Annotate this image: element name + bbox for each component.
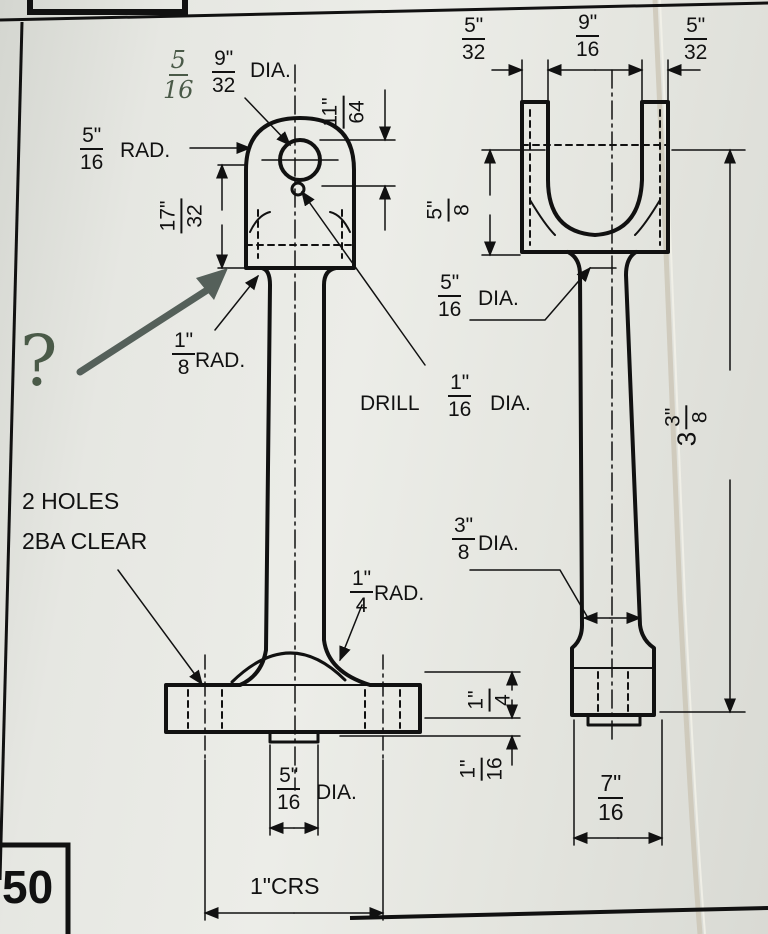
fork-side-left-dim: 5" 32 [462, 14, 486, 64]
top-rad-fraction: 5" 16 [80, 124, 104, 174]
top-dia-fraction: 9" 32 [212, 47, 236, 97]
drill-suffix: DIA. [490, 392, 531, 415]
top-dia-suffix: DIA. [250, 59, 291, 82]
handwritten-fraction: 5 16 [163, 46, 194, 104]
foot-spigot [586, 713, 642, 727]
rod-dia-suffix: DIA. [478, 532, 519, 555]
foot-width-dim: 7" 16 [598, 770, 624, 825]
shank-dia-fraction: 5" 16 [438, 271, 462, 321]
rod-dia-fraction: 3" 8 [452, 514, 476, 564]
front-view [117, 64, 521, 921]
spigot-dia-fraction: 5" 16 [277, 764, 301, 814]
fork-head [520, 100, 670, 254]
spigot-dia-suffix: DIA. [316, 781, 357, 804]
drill-prefix: DRILL [360, 392, 420, 415]
question-mark: ? [20, 320, 58, 402]
rod [566, 250, 656, 717]
holes-note-line1: 2 HOLES [22, 488, 120, 514]
shank-dia-suffix: DIA. [478, 287, 519, 310]
base-rad-suffix: RAD. [374, 582, 425, 605]
overall-length-dim: 3 3" 8 [661, 405, 712, 447]
annotation-arrow [76, 268, 228, 376]
fork-side-right-dim: 5" 32 [684, 14, 708, 64]
shank [164, 266, 422, 734]
holes-note-line2: 2BA CLEAR [22, 528, 148, 554]
fillet-rad-fraction: 1" 8 [172, 329, 196, 379]
spigot [268, 730, 320, 744]
base-rad-fraction: 1" 4 [350, 567, 374, 617]
boss-height-dim: 17" 32 [156, 198, 207, 234]
side-view [469, 59, 746, 846]
base-thickness-dim: 1" 4 [464, 688, 515, 712]
plate-number: 50 [2, 861, 54, 913]
fork-gap-dim: 9" 16 [576, 11, 600, 61]
fork-depth-dim: 5" 8 [423, 198, 474, 222]
boss-drop-dim: 11" 64 [318, 95, 369, 129]
centres-dim: 1"CRS [250, 873, 320, 899]
paper-crease [652, 0, 703, 934]
drill-fraction: 1" 16 [448, 371, 472, 421]
spigot-thickness-dim: 1" 16 [456, 757, 507, 781]
oil-hole [290, 181, 306, 197]
top-rad-suffix: RAD. [120, 139, 171, 162]
fillet-rad-suffix: RAD. [195, 349, 246, 372]
